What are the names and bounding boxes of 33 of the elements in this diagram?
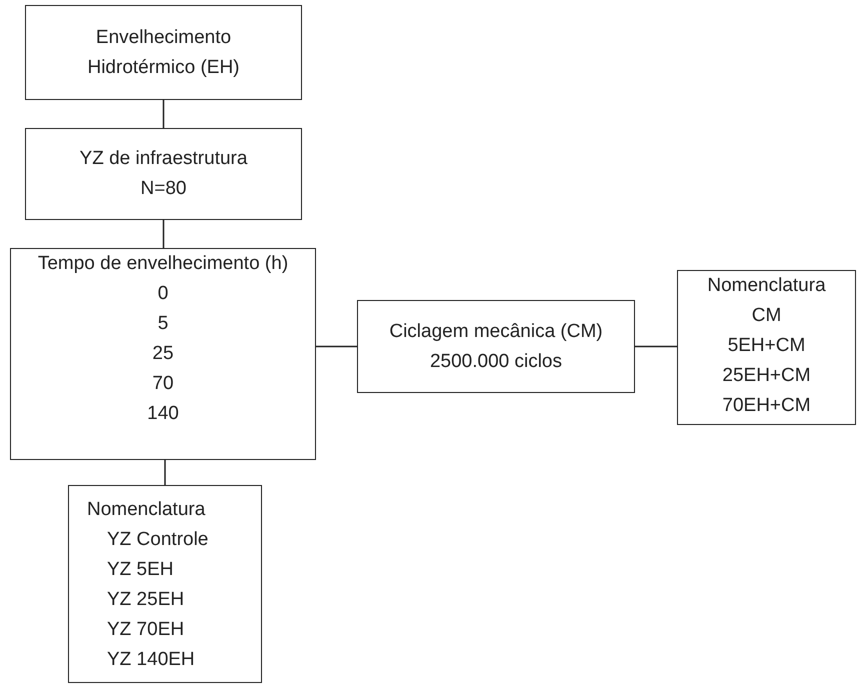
box-text: Tempo de envelhecimento (h): [38, 252, 288, 276]
box-text: 2500.000 ciclos: [430, 350, 562, 374]
box-text: Ciclagem mecânica (CM): [389, 320, 603, 344]
box-text: Envelhecimento Hidrotérmico (EH): [86, 26, 241, 80]
process-box: [68, 485, 262, 683]
box-text: 5EH+CM: [728, 334, 806, 358]
process-box: [10, 248, 316, 460]
process-box: [357, 300, 635, 393]
box-text: YZ 140EH: [106, 648, 195, 672]
box-text: YZ 25EH: [106, 588, 184, 612]
box-text: N=80: [140, 177, 186, 201]
connector-line: [316, 346, 357, 348]
process-box: [25, 5, 302, 100]
box-text: 140: [147, 402, 179, 426]
box-text: YZ Controle: [106, 528, 208, 552]
connector-line: [164, 460, 166, 485]
box-text: 25EH+CM: [722, 364, 811, 388]
box-text: Nomenclatura: [707, 274, 826, 298]
box-text: YZ 70EH: [106, 618, 184, 642]
connector-line: [162, 100, 164, 128]
box-text: 0: [158, 282, 168, 306]
box-text: 25: [152, 342, 174, 366]
process-box: [677, 270, 856, 425]
box-text: YZ de infraestrutura: [80, 147, 248, 171]
box-text: Nomenclatura: [86, 498, 206, 522]
box-text: 70EH+CM: [722, 394, 811, 418]
box-text: CM: [752, 304, 782, 328]
process-box: [25, 128, 302, 220]
box-text: 70: [152, 372, 174, 396]
connector-line: [635, 346, 677, 348]
connector-line: [162, 220, 164, 248]
box-text: YZ 5EH: [106, 558, 174, 582]
box-text: 5: [158, 312, 168, 336]
